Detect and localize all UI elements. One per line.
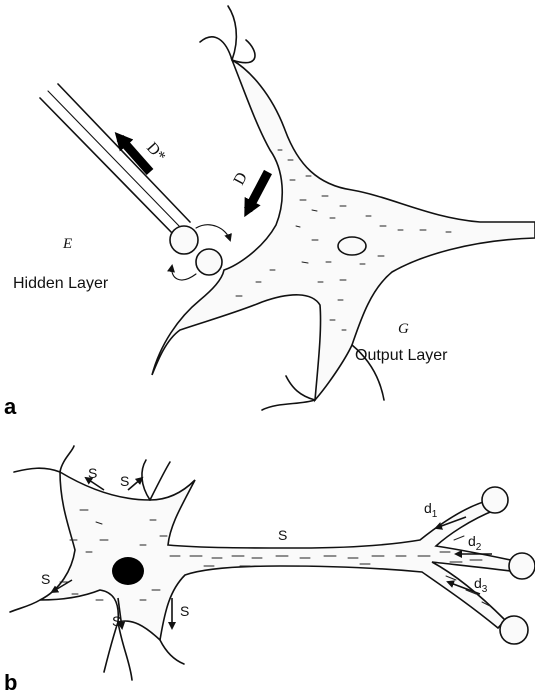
panel-b-letter: b [4, 670, 17, 695]
hidden-layer-label: Hidden Layer [13, 275, 109, 292]
panel-a: D* D E Hidden Layer G Output Layer a [4, 6, 535, 419]
d2-label: d2 [468, 533, 482, 553]
s-label-top-right: S [120, 473, 129, 489]
output-layer-letter: G [398, 321, 409, 337]
arrow-d-star-label: D* [143, 139, 169, 165]
arrow-d-label: D [231, 170, 251, 188]
arrow-d-star: D* [120, 138, 169, 172]
arrow-d: D [231, 170, 268, 210]
neuron-b [10, 446, 535, 680]
s-label-top-left: S [88, 465, 97, 481]
s-label-bottom-left: S [112, 613, 121, 629]
s-label-axon: S [278, 527, 287, 543]
nucleus-b [112, 557, 144, 585]
s-label-left: S [41, 571, 50, 587]
hidden-layer-letter: E [62, 236, 72, 252]
output-layer-neuron [152, 6, 535, 410]
output-layer-label: Output Layer [355, 347, 448, 364]
s-label-bottom: S [180, 603, 189, 619]
d1-label: d1 [424, 500, 438, 520]
panel-a-letter: a [4, 394, 17, 419]
panel-b: S S S S S S d1 d2 d3 b [4, 446, 535, 695]
